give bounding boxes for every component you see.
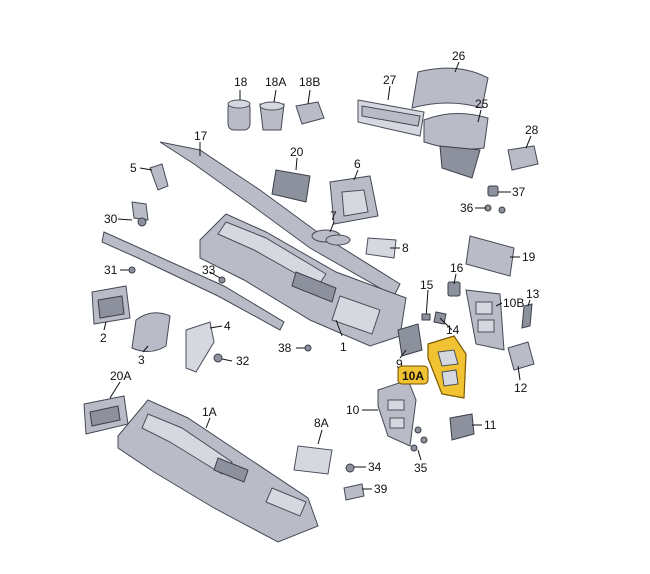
label-6[interactable]: 6 xyxy=(354,157,361,171)
part-15-screw[interactable] xyxy=(421,289,431,321)
part-10b-trim[interactable] xyxy=(465,289,505,351)
label-14[interactable]: 14 xyxy=(446,323,460,337)
label-2[interactable]: 2 xyxy=(100,331,107,345)
label-28[interactable]: 28 xyxy=(525,123,539,137)
label-27[interactable]: 27 xyxy=(383,73,397,87)
part-1-center-console[interactable] xyxy=(199,213,407,347)
label-32[interactable]: 32 xyxy=(236,354,250,368)
part-18-cup[interactable] xyxy=(227,99,251,131)
label-9[interactable]: 9 xyxy=(396,357,403,371)
part-labels: 18 18A 18B 26 27 25 28 37 36 17 5 30 20 … xyxy=(100,49,540,496)
label-5[interactable]: 5 xyxy=(130,161,137,175)
part-34-clip[interactable] xyxy=(345,463,355,473)
label-18b[interactable]: 18B xyxy=(299,75,320,89)
label-8a[interactable]: 8A xyxy=(314,416,329,430)
part-10-trim[interactable] xyxy=(377,379,417,447)
label-1[interactable]: 1 xyxy=(340,340,347,354)
part-39-bracket[interactable] xyxy=(343,483,365,501)
label-16[interactable]: 16 xyxy=(450,261,464,275)
label-12[interactable]: 12 xyxy=(514,381,528,395)
part-30-clip[interactable] xyxy=(131,201,149,227)
label-38[interactable]: 38 xyxy=(278,341,292,355)
part-33-screw[interactable] xyxy=(218,276,226,284)
part-4-bracket[interactable] xyxy=(185,321,215,373)
part-37-clip[interactable] xyxy=(487,185,499,197)
part-2-storage[interactable] xyxy=(91,285,131,325)
part-26-armrest-lid[interactable] xyxy=(411,67,489,109)
label-34[interactable]: 34 xyxy=(368,460,382,474)
label-18a[interactable]: 18A xyxy=(265,75,286,89)
label-10a[interactable]: 10A xyxy=(402,369,424,383)
part-6-shift-frame[interactable] xyxy=(329,175,379,225)
label-18[interactable]: 18 xyxy=(234,75,248,89)
label-7[interactable]: 7 xyxy=(330,209,337,223)
part-28-cover[interactable] xyxy=(507,145,539,171)
part-25-armrest[interactable] xyxy=(423,112,489,179)
label-37[interactable]: 37 xyxy=(512,185,526,199)
label-4[interactable]: 4 xyxy=(224,319,231,333)
part-9-switch[interactable] xyxy=(397,323,423,357)
label-17[interactable]: 17 xyxy=(194,129,208,143)
part-12-switch-frame[interactable] xyxy=(507,341,535,371)
leader-lines xyxy=(103,61,532,490)
part-38-screw[interactable] xyxy=(304,344,312,352)
label-10[interactable]: 10 xyxy=(346,403,360,417)
part-1a-center-console[interactable] xyxy=(117,399,319,543)
part-20a-storage[interactable] xyxy=(83,395,129,435)
label-11[interactable]: 11 xyxy=(484,418,497,432)
label-36[interactable]: 36 xyxy=(460,201,474,215)
part-20-mat[interactable] xyxy=(271,169,311,203)
part-32-clip[interactable] xyxy=(213,353,223,363)
label-31[interactable]: 31 xyxy=(104,263,118,277)
part-8-mat[interactable] xyxy=(365,237,397,259)
part-10a-trim-highlighted[interactable] xyxy=(427,335,467,399)
label-1a[interactable]: 1A xyxy=(202,405,217,419)
part-13-strip[interactable] xyxy=(521,303,533,329)
part-11-socket[interactable] xyxy=(449,413,475,441)
label-35[interactable]: 35 xyxy=(414,461,428,475)
part-lower-side-trim[interactable] xyxy=(101,231,285,331)
label-39[interactable]: 39 xyxy=(374,482,388,496)
label-10b[interactable]: 10B xyxy=(503,296,524,310)
label-8[interactable]: 8 xyxy=(402,241,409,255)
part-3-tray[interactable] xyxy=(131,312,171,352)
part-17-side-trim[interactable] xyxy=(159,141,401,297)
part-16-clip[interactable] xyxy=(447,281,461,297)
part-36-screws[interactable] xyxy=(484,204,506,214)
label-33[interactable]: 33 xyxy=(202,263,216,277)
label-26[interactable]: 26 xyxy=(452,49,466,63)
part-35-screws[interactable] xyxy=(410,426,428,452)
part-8a-mat[interactable] xyxy=(293,445,333,475)
part-18a-cup[interactable] xyxy=(259,101,285,131)
part-18b-insert[interactable] xyxy=(295,101,325,125)
part-27-tray[interactable] xyxy=(357,99,425,137)
part-19-bracket[interactable] xyxy=(465,235,515,277)
label-10a-badge xyxy=(397,365,429,385)
label-30[interactable]: 30 xyxy=(104,212,118,226)
part-31-screw[interactable] xyxy=(120,266,136,274)
label-13[interactable]: 13 xyxy=(526,287,540,301)
part-7-cup-mat[interactable] xyxy=(311,229,351,246)
label-20[interactable]: 20 xyxy=(290,145,304,159)
label-19[interactable]: 19 xyxy=(522,250,536,264)
part-5-bracket[interactable] xyxy=(149,163,169,191)
label-3[interactable]: 3 xyxy=(138,353,145,367)
label-20a[interactable]: 20A xyxy=(110,369,131,383)
label-25[interactable]: 25 xyxy=(475,97,489,111)
label-15[interactable]: 15 xyxy=(420,278,434,292)
